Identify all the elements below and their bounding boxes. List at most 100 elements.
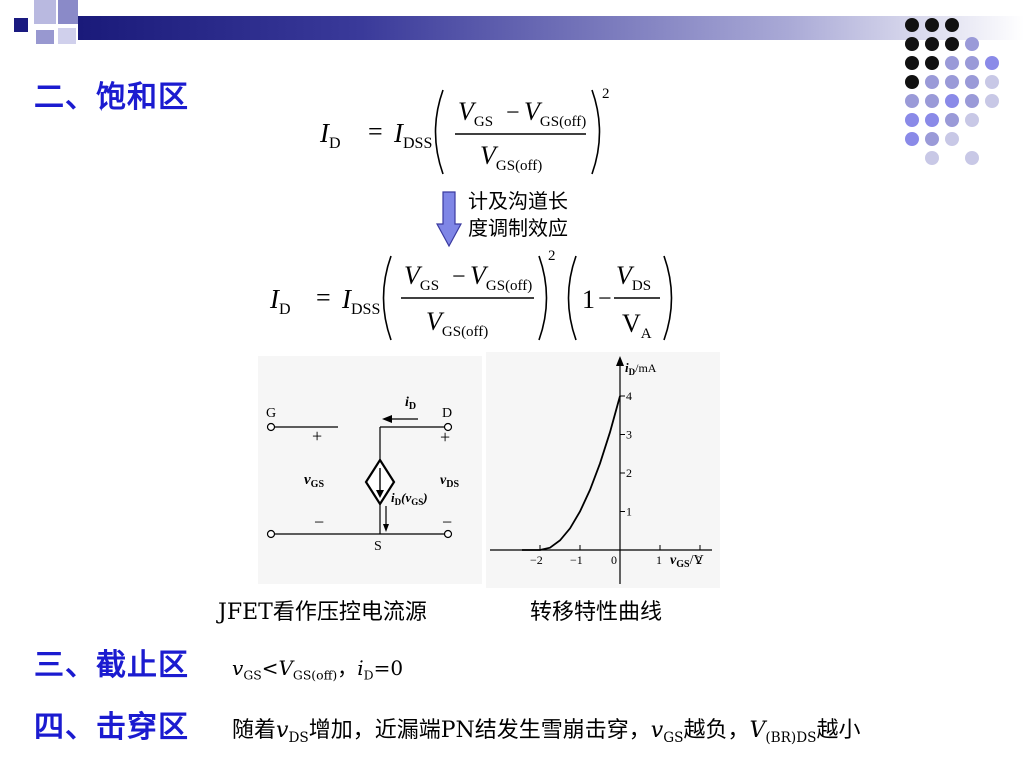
header-square [34,0,56,24]
eq2-left-paren-2 [567,255,577,341]
label-gate: G [266,406,276,421]
label-minus-right: − [442,512,452,532]
eq2-den-vgsoff: VGS(off) [426,307,488,340]
header-gradient-bar [78,16,1024,40]
eq2-num-vgs: VGS [404,261,439,294]
terminal-drain-bottom [443,529,453,539]
source-arrow-head [376,490,384,498]
cutoff-v-sub: GS [243,667,262,683]
breakdown-text-part: 越负， [683,718,750,743]
eq1-den-vgsoff: VGS(off) [480,141,542,174]
eq2-exponent: 2 [548,248,556,264]
y-tick-label: 2 [626,466,632,480]
decor-dot [945,113,959,127]
eq1-right-paren [591,89,601,175]
eq2-minus-2: − [598,286,612,312]
breakdown-text-part: 增加，近漏端PN结发生雪崩击穿， [308,718,651,743]
decor-dot [925,75,939,89]
decor-dot [925,94,939,108]
decor-dot [945,37,959,51]
eq1-left-paren [434,89,444,175]
decor-dot [945,56,959,70]
decor-dot [905,94,919,108]
circuit-background [258,356,482,584]
eq1-idss: IDSS [393,118,432,152]
decor-dot [965,75,979,89]
breakdown-v3-sub: (BR)DS [765,729,817,746]
label-source: S [374,539,382,554]
plot-background [486,352,720,588]
y-axis-arrow [616,356,624,366]
cutoff-eq: =0 [373,656,404,680]
decor-dot [965,151,979,165]
header-square [58,28,76,44]
breakdown-v3: V [749,718,766,743]
y-tick-label: 1 [626,505,632,519]
caption-transfer-plot: 转移特性曲线 [530,600,663,625]
eq1-id: ID [319,118,341,152]
decor-dot [965,113,979,127]
breakdown-text-part: 随着 [232,718,277,743]
eq2-num-vgsoff: VGS(off) [470,261,532,294]
eq2-right-paren-2 [663,255,673,341]
breakdown-description: 随着vDS增加，近漏端PN结发生雪崩击穿，vGS越负，V(BR)DS越小 [232,712,861,746]
y-tick-label: 4 [626,389,632,403]
decor-dot [925,37,939,51]
eq2-idss: IDSS [341,284,380,318]
eq1-equals: = [368,117,383,146]
decor-dot [905,18,919,32]
label-drain: D [442,406,452,421]
y-tick-label: 3 [626,428,632,442]
breakdown-text-part: 越小 [816,718,861,743]
decor-dot [985,75,999,89]
header-square [58,0,78,24]
dot-grid-decoration [905,18,1015,168]
decor-dot [925,113,939,127]
eq2-right-paren [538,255,548,341]
eq2-left-paren [382,255,392,341]
decor-dot [945,18,959,32]
terminal-gate [266,422,276,432]
eq2-minus: − [452,264,466,290]
annotation-channel-length-modulation: 计及沟道长 度调制效应 [468,188,568,242]
header-decoration [0,0,1024,44]
eq2-id: ID [269,284,291,318]
eq1-num-vgs: VGS [458,97,493,130]
label-plus-right: + [440,427,450,447]
decor-dot [965,56,979,70]
heading-saturation: 二、饱和区 [34,80,189,115]
annotation-line: 度调制效应 [468,216,568,240]
equation-id-square-law: ID = IDSS VGS − VGS(off) VGS(off) 2 [319,86,610,175]
eq1-num-vgsoff: VGS(off) [524,97,586,130]
y-axis-label: iD/mA [625,360,657,377]
caption-circuit: JFET看作压控电流源 [218,600,427,625]
decor-dot [905,75,919,89]
decor-dot [925,132,939,146]
terminal-drain [443,422,453,432]
decor-dot [945,132,959,146]
eq1-minus: − [506,100,520,126]
cutoff-v: v [232,656,244,680]
decor-dot [925,18,939,32]
label-id: iD [405,395,416,412]
x-axis-label: vGS/V [670,553,704,570]
transfer-curve [522,395,621,551]
header-square [36,30,54,44]
id-arrow-head [382,415,392,423]
eq2-vds: VDS [616,261,651,294]
breakdown-v2: v [650,718,664,743]
eq2-one: 1 [582,285,595,314]
heading-cutoff: 三、截止区 [34,648,189,683]
breakdown-v1: v [276,718,289,743]
cutoff-V: V [278,656,293,680]
eq2-equals: = [316,283,331,312]
equation-id-clm: ID = IDSS VGS − VGS(off) VGS(off) 2 1 − … [269,248,673,342]
source-current-arrow-head [383,524,389,532]
decor-dot [905,37,919,51]
x-tick-label: 1 [656,553,662,567]
decor-dot [965,37,979,51]
heading-breakdown: 四、击穿区 [34,710,189,745]
x-tick-label: −2 [530,553,543,567]
